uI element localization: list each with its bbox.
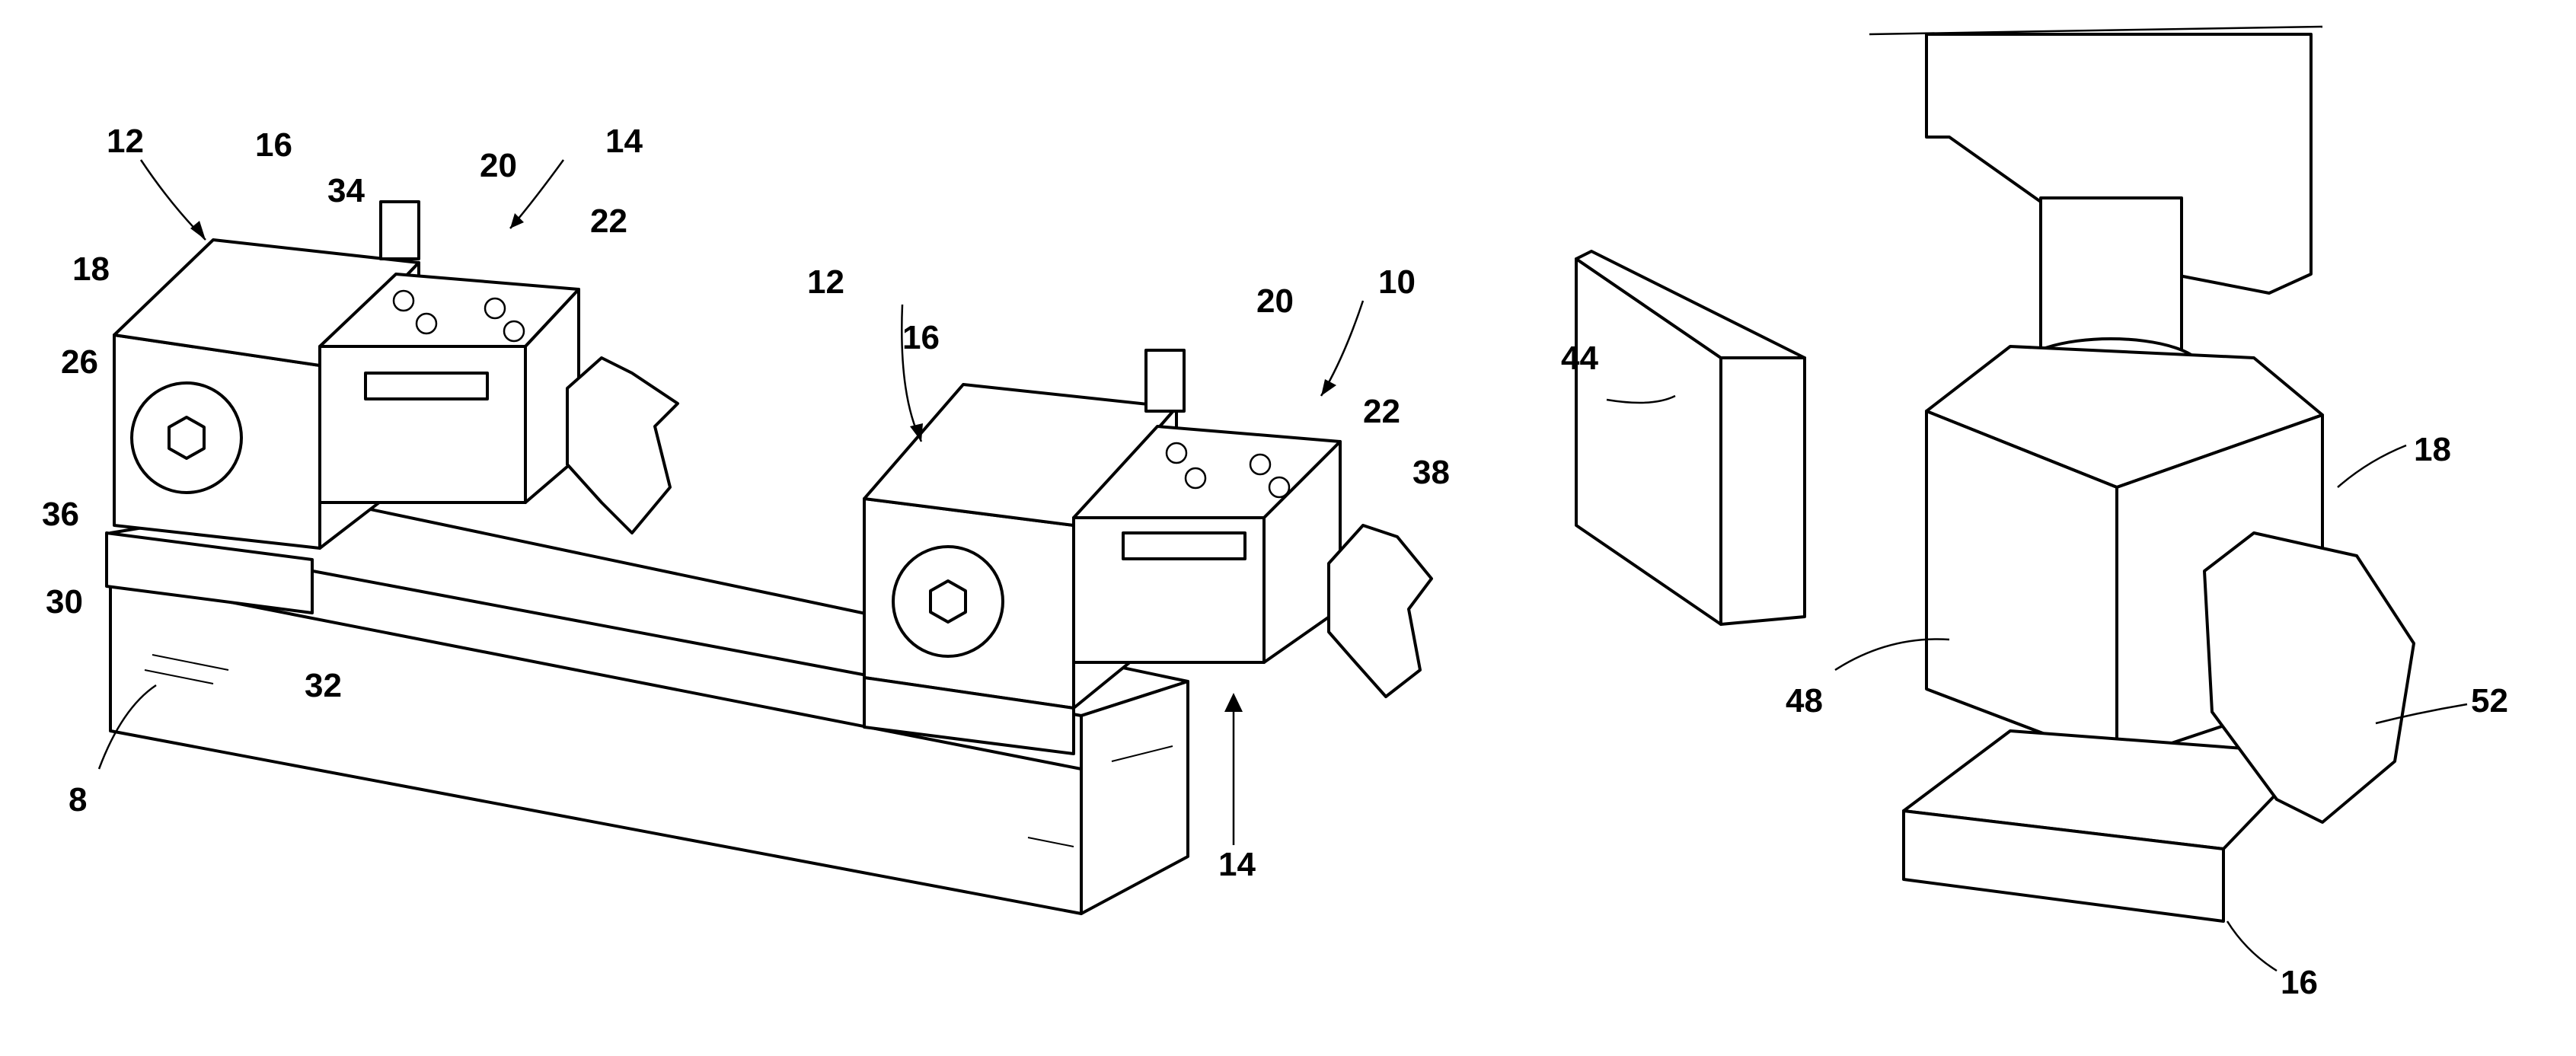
- rail-end-face: [1081, 681, 1188, 914]
- label-34: 34: [327, 172, 365, 209]
- label-22-mid: 22: [1363, 393, 1400, 430]
- label-16-right: 16: [2281, 964, 2318, 1001]
- label-18-right: 18: [2414, 431, 2451, 468]
- label-52: 52: [2471, 682, 2508, 719]
- label-48: 48: [1786, 682, 1823, 719]
- label-32: 32: [305, 667, 342, 704]
- label-36: 36: [42, 496, 79, 533]
- label-20-left: 20: [480, 147, 517, 184]
- insert-plate-44: [1576, 251, 1805, 624]
- label-44: 44: [1561, 340, 1598, 377]
- label-26: 26: [61, 343, 98, 381]
- mid-bolt-head: [893, 547, 1003, 656]
- right-assembly: [1869, 27, 2414, 921]
- label-16-left: 16: [255, 126, 292, 164]
- left-clamp-bar: [365, 373, 487, 399]
- left-jaw-20: [320, 346, 525, 502]
- label-12-mid: 12: [807, 263, 844, 301]
- label-38: 38: [1412, 454, 1450, 491]
- label-14-top: 14: [605, 123, 643, 160]
- label-18-left: 18: [72, 250, 110, 288]
- label-14-bottom: 14: [1218, 846, 1256, 883]
- label-12-left: 12: [107, 123, 144, 160]
- label-16-mid: 16: [902, 319, 940, 356]
- insert-side: [1721, 358, 1805, 624]
- left-top-tab: [381, 202, 419, 259]
- label-30: 30: [46, 583, 83, 621]
- label-8: 8: [69, 781, 87, 818]
- leader-18-right: [2338, 445, 2406, 487]
- left-knob: [567, 358, 678, 533]
- spindle: [2041, 198, 2182, 350]
- label-22-left: 22: [590, 203, 627, 240]
- label-20-mid: 20: [1256, 282, 1294, 320]
- mid-top-tab: [1146, 350, 1184, 411]
- mid-knob: [1329, 525, 1432, 697]
- left-bolt-head-26: [132, 383, 241, 493]
- leader-16-right: [2227, 921, 2277, 971]
- label-10: 10: [1378, 263, 1416, 301]
- mid-clamp-bar: [1123, 533, 1245, 559]
